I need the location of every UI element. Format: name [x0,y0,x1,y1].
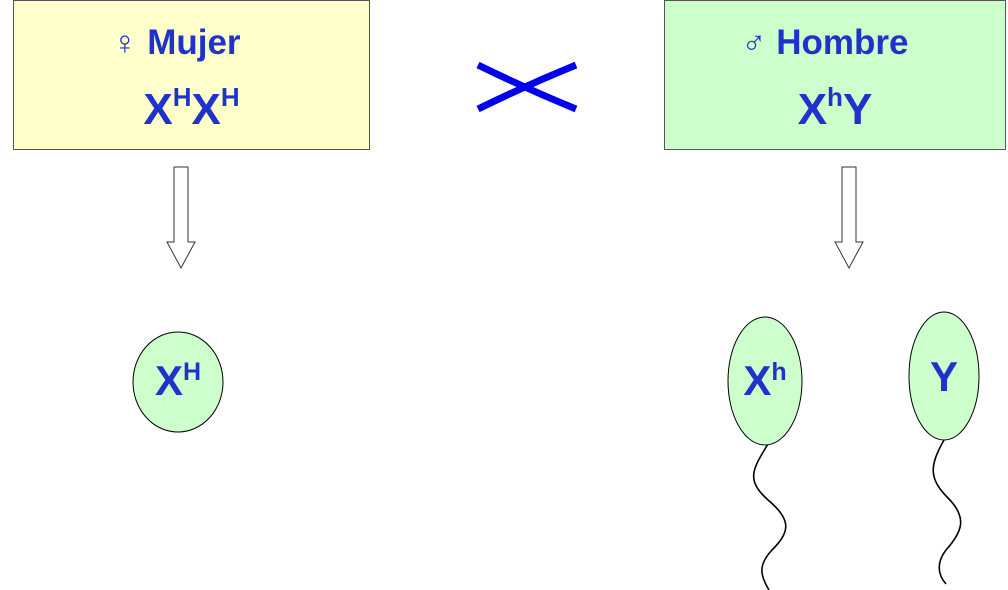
female-allele-1-sup: H [172,82,192,113]
female-allele-2-sup: H [220,82,240,113]
male-label: Hombre [776,23,909,62]
female-label: Mujer [147,23,241,62]
female-parent-box: ♀Mujer XHXH [13,0,370,150]
female-title: ♀Mujer [14,23,369,63]
sperm-label-xh: Xh [728,358,802,404]
female-down-arrow-icon [166,166,196,270]
sperm-tail-xh [752,443,787,590]
male-title: ♂Hombre [665,23,1005,63]
sperm-label-y: Y [909,354,979,400]
sperm-2-allele-base: Y [929,353,958,400]
female-allele-1: X [143,85,173,134]
sperm-1-allele-base: X [743,357,772,404]
egg-label: XH [133,358,223,404]
egg-allele-sup: H [182,358,202,386]
male-down-arrow-icon [834,166,864,270]
cross-x-icon [476,61,578,113]
sperm-head-xh [727,316,803,446]
sperm-1-allele-sup: h [771,358,787,386]
female-allele-2: X [191,85,221,134]
female-symbol-icon: ♀ [112,24,138,61]
female-genotype: XHXH [14,82,369,135]
sperm-head-y [908,311,980,441]
male-symbol-icon: ♂ [741,24,767,61]
egg-cell [132,331,224,433]
male-genotype: XhY [665,82,1005,135]
egg-allele-base: X [154,357,183,404]
male-parent-box: ♂Hombre XhY [664,0,1006,150]
sperm-tail-y [932,439,962,585]
male-allele-1-sup: h [827,82,843,113]
male-allele-1: X [797,85,828,134]
male-allele-2: Y [842,85,873,134]
